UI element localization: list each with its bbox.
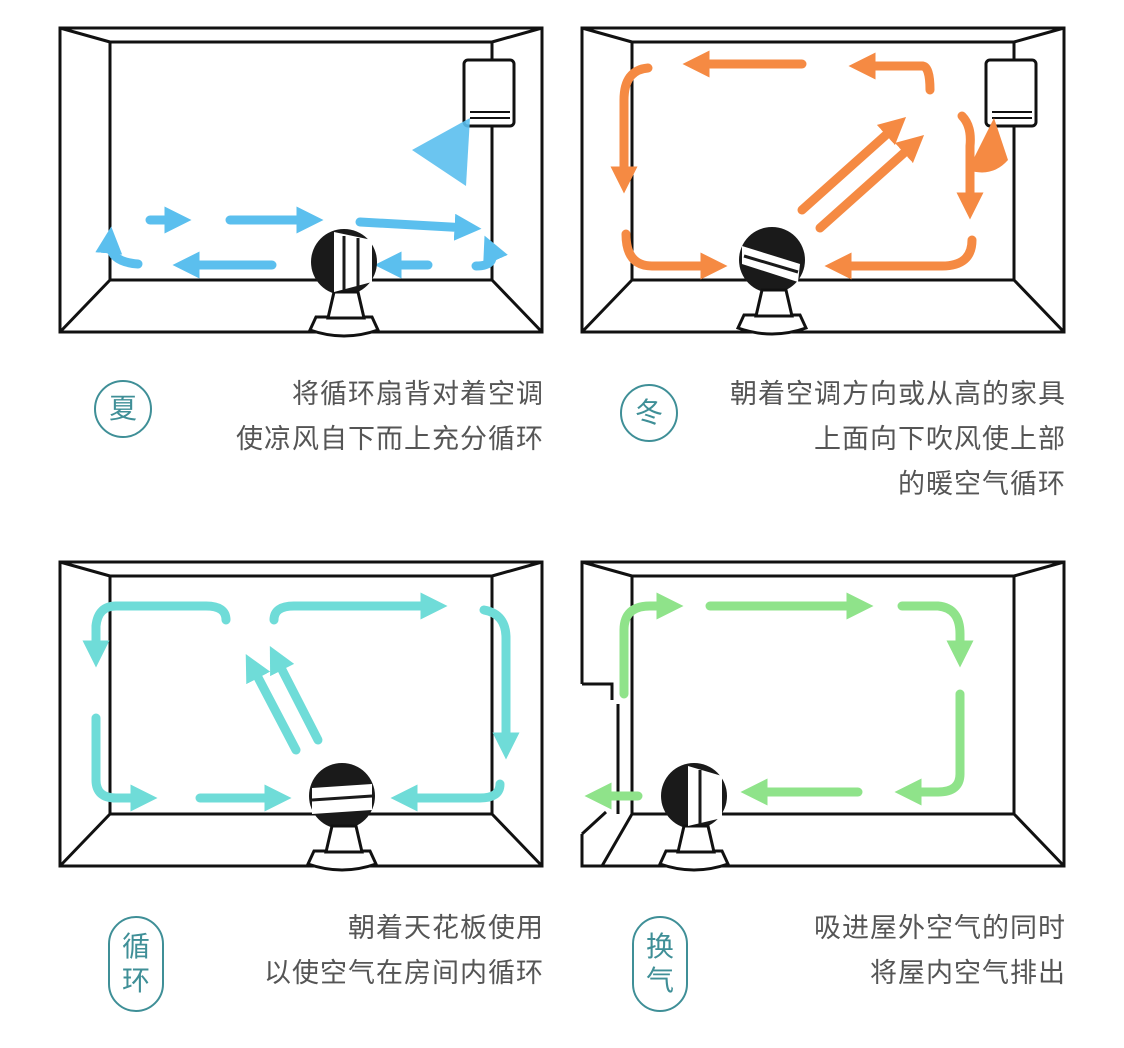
badge-circulate: 循 环 <box>108 916 164 1012</box>
panel-circulate: 循 环 朝着天花板使用 以使空气在房间内循环 <box>0 534 562 1048</box>
room-diagram-ventilate <box>580 560 1066 872</box>
room-diagram-circulate <box>58 560 544 872</box>
badge-char: 气 <box>645 964 674 997</box>
description-line: 上面向下吹风使上部 <box>814 424 1066 455</box>
room-diagram-winter <box>580 26 1066 336</box>
cold-air-blast-icon <box>412 118 470 186</box>
air-conditioner-icon <box>462 58 516 128</box>
description-line: 朝着空调方向或从高的家具 <box>730 379 1066 410</box>
air-conditioner-icon <box>984 58 1038 128</box>
panel-summer: 夏 将循环扇背对着空调 使凉风自下而上充分循环 <box>0 0 562 520</box>
description-line: 朝着天花板使用 <box>348 913 544 944</box>
description-winter: 朝着空调方向或从高的家具 上面向下吹风使上部 的暖空气循环 <box>730 372 1066 507</box>
airflow-arrows <box>95 206 508 279</box>
description-line: 的暖空气循环 <box>898 469 1066 500</box>
description-line: 以使空气在房间内循环 <box>264 958 544 989</box>
panel-winter: 冬 朝着空调方向或从高的家具 上面向下吹风使上部 的暖空气循环 <box>562 0 1124 520</box>
airflow-arrows <box>82 592 520 812</box>
description-line: 吸进屋外空气的同时 <box>814 913 1066 944</box>
description-line: 将屋内空气排出 <box>870 958 1066 989</box>
circulation-fan-icon <box>308 227 380 338</box>
airflow-arrows <box>610 50 984 280</box>
badge-char: 夏 <box>108 392 137 425</box>
badge-char: 冬 <box>634 396 663 429</box>
warm-air-blast-icon <box>968 118 1008 173</box>
badge-char: 循 <box>121 930 150 963</box>
room-diagram-summer <box>58 26 544 338</box>
badge-ventilate: 换 气 <box>632 916 688 1012</box>
badge-char: 换 <box>645 930 674 963</box>
badge-char: 环 <box>121 964 150 997</box>
panel-ventilate: 换 气 吸进屋外空气的同时 将屋内空气排出 <box>562 534 1124 1048</box>
circulation-fan-icon <box>736 225 808 336</box>
description-circulate: 朝着天花板使用 以使空气在房间内循环 <box>264 906 544 996</box>
circulation-fan-icon <box>658 761 730 872</box>
description-line: 将循环扇背对着空调 <box>292 379 544 410</box>
description-line: 使凉风自下而上充分循环 <box>236 424 544 455</box>
badge-winter: 冬 <box>620 384 678 442</box>
badge-summer: 夏 <box>94 380 152 438</box>
circulation-fan-icon <box>306 761 378 872</box>
description-summer: 将循环扇背对着空调 使凉风自下而上充分循环 <box>236 372 544 462</box>
airflow-arrows <box>584 592 974 810</box>
description-ventilate: 吸进屋外空气的同时 将屋内空气排出 <box>814 906 1066 996</box>
